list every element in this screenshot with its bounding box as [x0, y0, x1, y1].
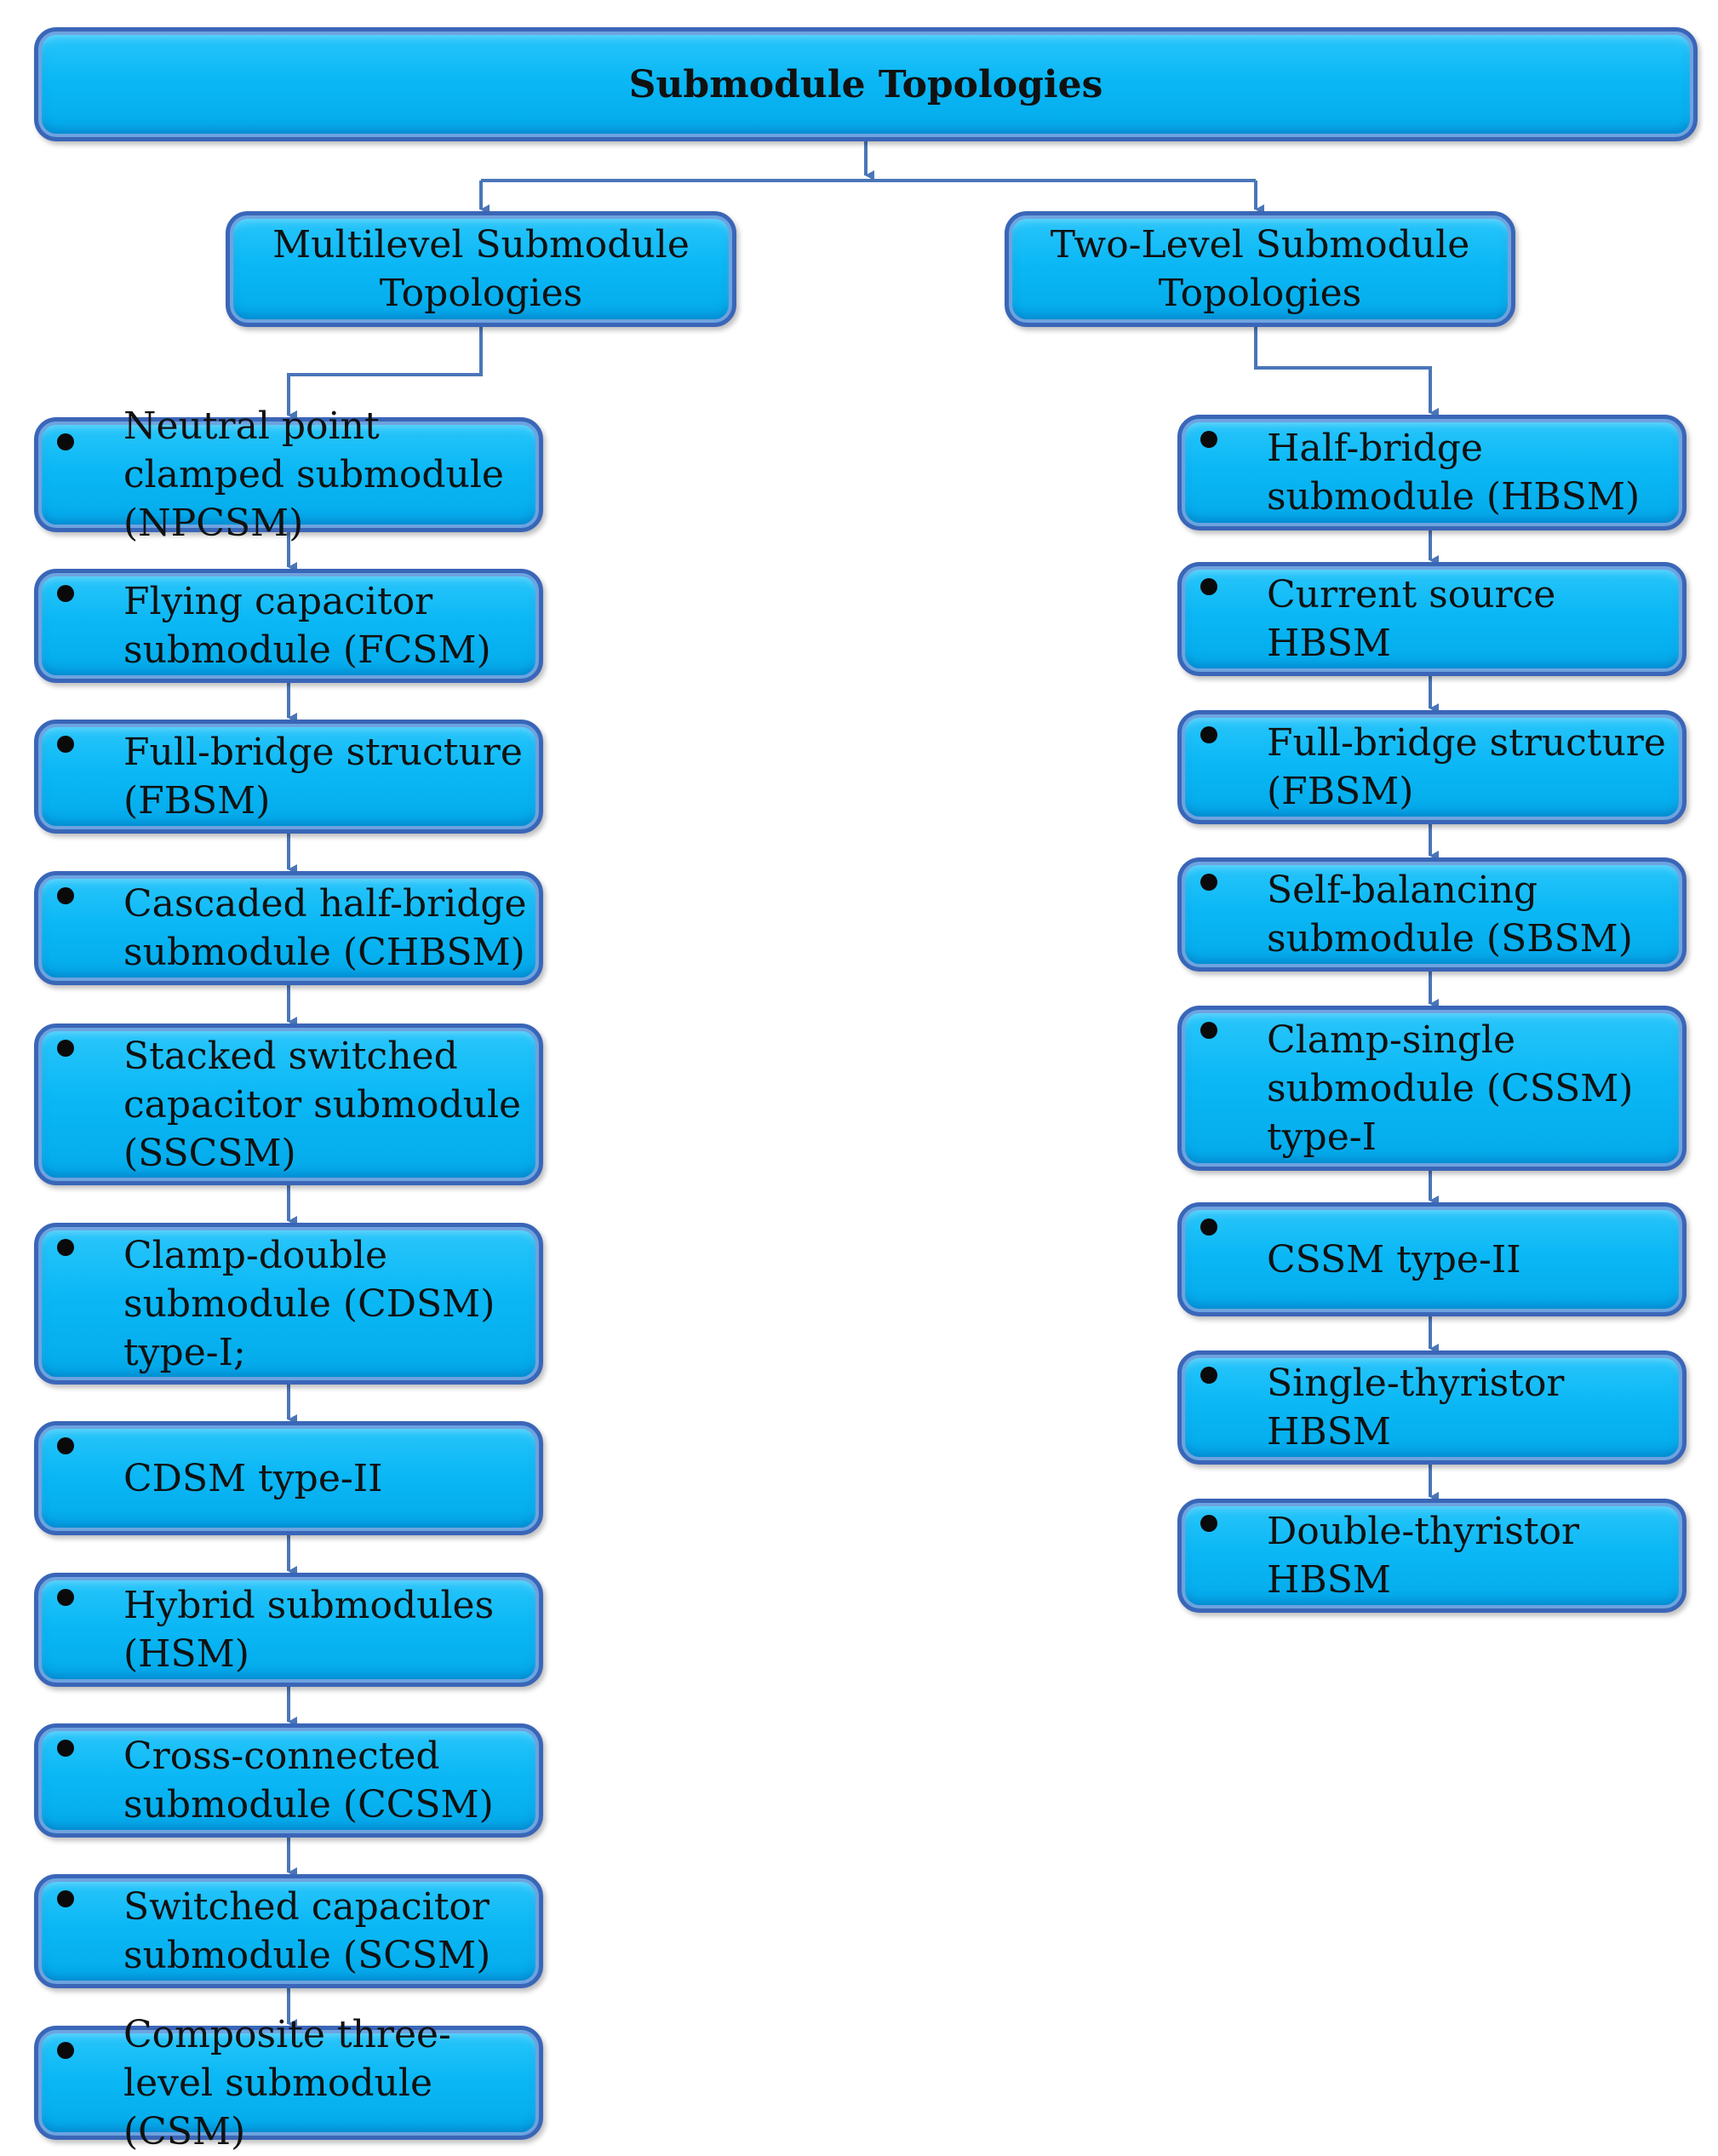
bullet-icon [1200, 874, 1217, 891]
two-level-category-connector [1254, 327, 1439, 418]
bullet-icon [1200, 578, 1217, 595]
bullet-icon [57, 1740, 74, 1757]
two-level-item-label: Self-balancing submodule (SBSM) [1267, 869, 1633, 960]
bullet-icon [1200, 431, 1217, 448]
multilevel-item-label: Composite three-level submodule (CSM) [123, 2012, 451, 2153]
multilevel-item-box: Cascaded half-bridge submodule (CHBSM) [34, 871, 543, 985]
multilevel-category-connector [287, 327, 483, 421]
two-level-item-label: Single-thyristor HBSM [1267, 1362, 1565, 1454]
root-title-box: Submodule Topologies [34, 27, 1698, 141]
multilevel-item-box: Cross-connected submodule (CCSM) [34, 1723, 543, 1838]
multilevel-item-label: Clamp-double submodule (CDSM) type-I; [123, 1233, 495, 1374]
bullet-icon [1200, 1515, 1217, 1532]
multilevel-item-box: Switched capacitor submodule (SCSM) [34, 1874, 543, 1988]
multilevel-item-box: Stacked switched capacitor submodule (SS… [34, 1024, 543, 1185]
multilevel-item-label: Cascaded half-bridge submodule (CHBSM) [123, 882, 527, 974]
two-level-item-label: Full-bridge structure (FBSM) [1267, 721, 1666, 813]
multilevel-item-label: Neutral point clamped submodule (NPCSM) [123, 404, 504, 545]
two-level-item-box: Self-balancing submodule (SBSM) [1177, 857, 1687, 972]
multilevel-item-label: Cross-connected submodule (CCSM) [123, 1735, 494, 1826]
bullet-icon [1200, 1022, 1217, 1039]
two-level-item-box: Single-thyristor HBSM [1177, 1350, 1687, 1465]
multilevel-item-label: Flying capacitor submodule (FCSM) [123, 580, 491, 672]
bullet-icon [57, 585, 74, 602]
two-level-item-box: Current source HBSM [1177, 562, 1687, 676]
multilevel-item-label: Hybrid submodules (HSM) [123, 1584, 495, 1676]
bullet-icon [57, 1589, 74, 1606]
bullet-icon [57, 1437, 74, 1454]
category-two-level-box: Two-Level Submodule Topologies [1005, 211, 1515, 327]
bullet-icon [57, 887, 74, 904]
two-level-item-box: CSSM type-II [1177, 1202, 1687, 1316]
two-level-item-box: Double-thyristor HBSM [1177, 1499, 1687, 1613]
bullet-icon [57, 2042, 74, 2059]
category-multilevel-box: Multilevel Submodule Topologies [226, 211, 736, 327]
multilevel-item-box: Full-bridge structure (FBSM) [34, 720, 543, 834]
root-title: Submodule Topologies [628, 62, 1103, 106]
multilevel-item-label: Stacked switched capacitor submodule (SS… [123, 1034, 522, 1175]
category-multilevel-label: Multilevel Submodule Topologies [272, 223, 690, 315]
bullet-icon [1200, 726, 1217, 743]
two-level-item-label: Double-thyristor HBSM [1267, 1510, 1580, 1602]
two-level-item-label: Current source HBSM [1267, 573, 1556, 665]
multilevel-item-box: Neutral point clamped submodule (NPCSM) [34, 404, 543, 545]
bullet-icon [57, 736, 74, 753]
multilevel-item-box: Flying capacitor submodule (FCSM) [34, 569, 543, 683]
category-two-level-label: Two-Level Submodule Topologies [1050, 223, 1470, 315]
bullet-icon [1200, 1367, 1217, 1384]
two-level-item-box: Full-bridge structure (FBSM) [1177, 710, 1687, 824]
two-level-item-label: Half-bridge submodule (HBSM) [1267, 427, 1641, 519]
multilevel-item-box: Clamp-double submodule (CDSM) type-I; [34, 1223, 543, 1385]
multilevel-item-label: Switched capacitor submodule (SCSM) [123, 1885, 491, 1977]
bullet-icon [1200, 1218, 1217, 1236]
multilevel-item-box: Composite three-level submodule (CSM) [34, 2013, 543, 2153]
two-level-item-box: Half-bridge submodule (HBSM) [1177, 415, 1687, 530]
two-level-item-label: Clamp-single submodule (CSSM) type-I [1267, 1018, 1634, 1159]
two-level-item-box: Clamp-single submodule (CSSM) type-I [1177, 1006, 1687, 1171]
bullet-icon [57, 1239, 74, 1256]
bullet-icon [57, 433, 74, 450]
two-level-item-label: CSSM type-II [1267, 1237, 1521, 1282]
multilevel-item-label: Full-bridge structure (FBSM) [123, 731, 523, 823]
multilevel-item-label: CDSM type-II [123, 1456, 383, 1500]
multilevel-item-box: Hybrid submodules (HSM) [34, 1573, 543, 1687]
multilevel-item-box: CDSM type-II [34, 1421, 543, 1535]
bullet-icon [57, 1890, 74, 1907]
bullet-icon [57, 1040, 74, 1057]
